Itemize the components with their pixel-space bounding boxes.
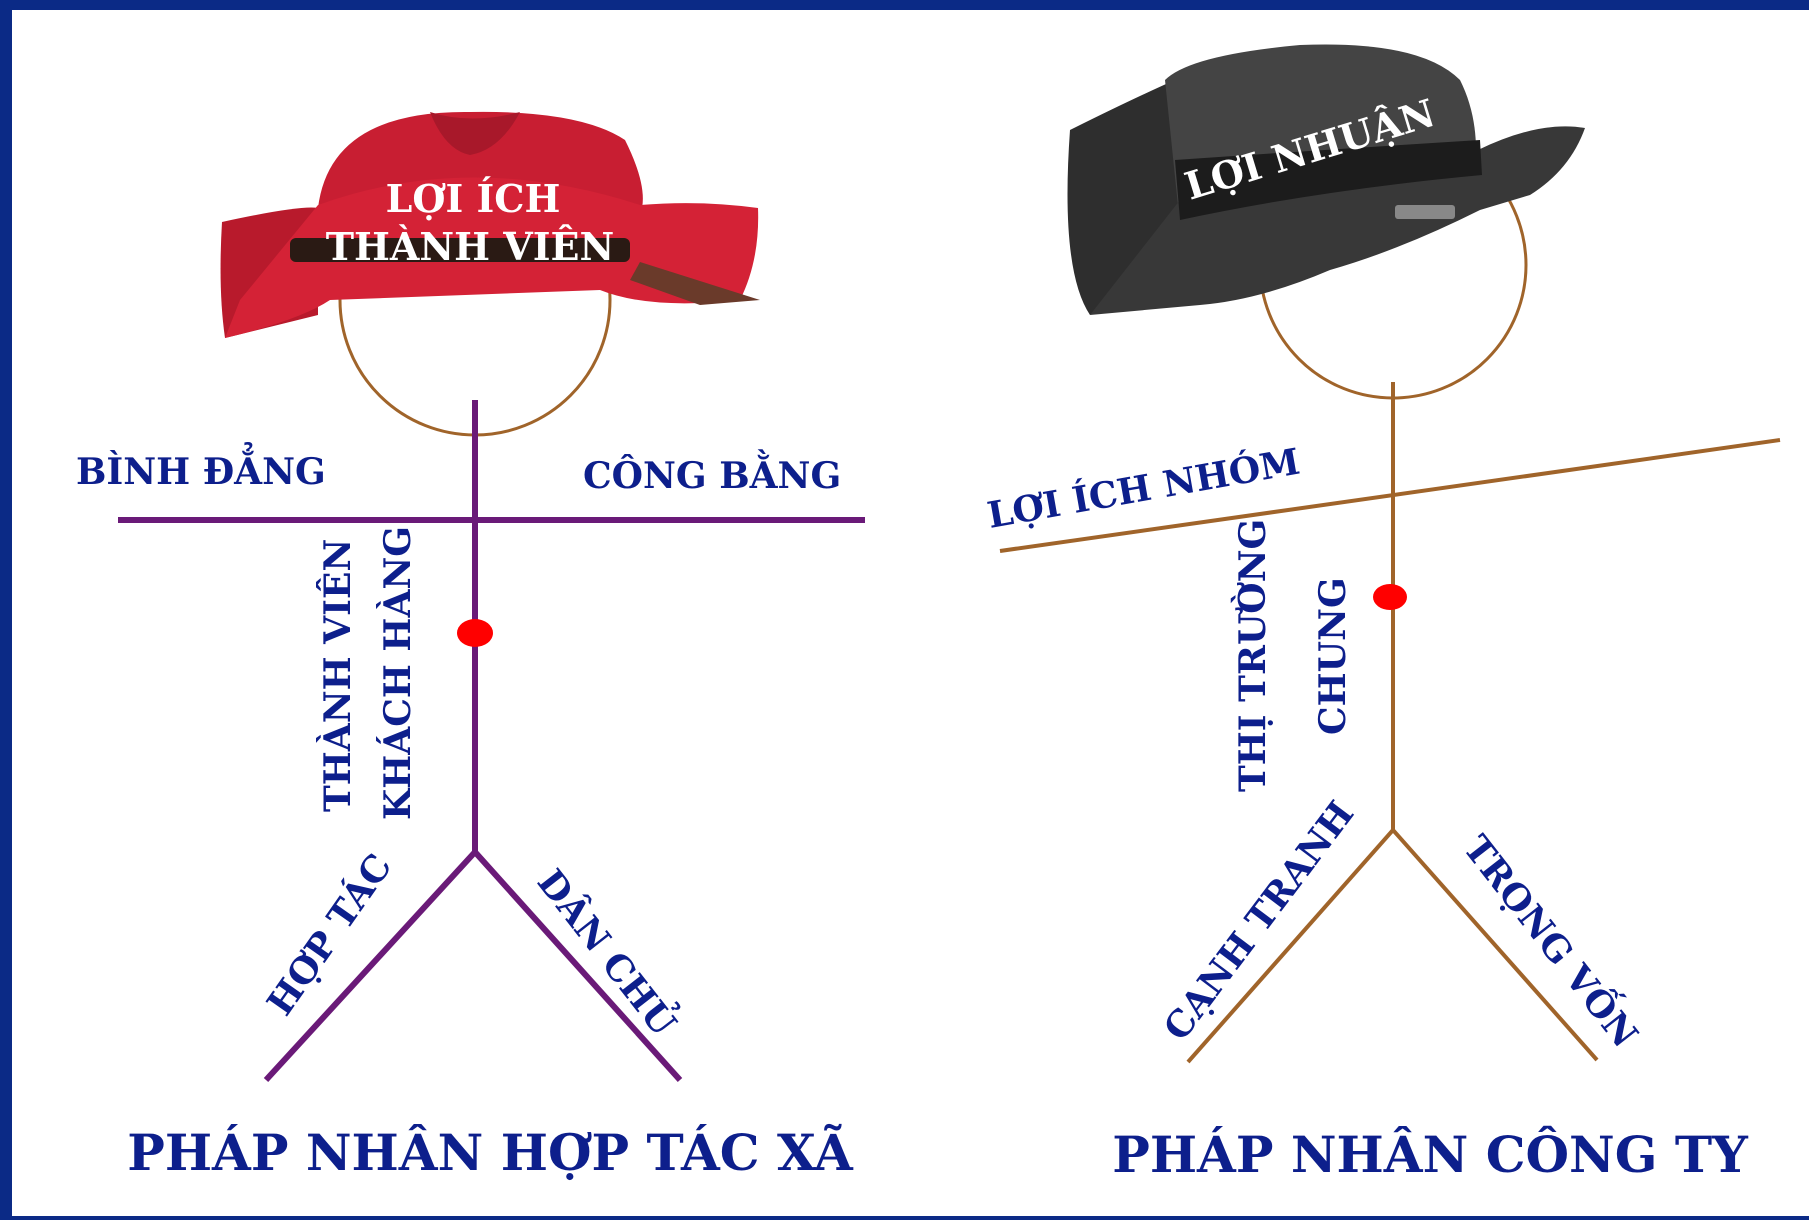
cooperative-title: PHÁP NHÂN HỢP TÁC XÃ xyxy=(127,1123,854,1182)
company-left-leg xyxy=(1186,828,1395,1064)
slide-canvas xyxy=(12,10,1809,1216)
black-cowboy-hat-icon xyxy=(1067,44,1585,315)
cooperative-hat-label-line2: THÀNH VIÊN xyxy=(326,224,615,269)
cooperative-center-dot xyxy=(457,619,493,647)
company-body-label-line2: CHUNG xyxy=(1312,577,1354,735)
cooperative-arm-right-label: CÔNG BẰNG xyxy=(583,450,841,497)
cooperative-body-label-line1: THÀNH VIÊN xyxy=(317,539,359,812)
company-body-label-line1: THỊ TRƯỜNG xyxy=(1232,519,1274,792)
cooperative-right-leg xyxy=(472,849,683,1083)
cooperative-hat-label-line1: LỢI ÍCH xyxy=(386,176,561,221)
company-arm xyxy=(999,438,1781,553)
company-right-leg xyxy=(1391,828,1599,1062)
company-center-dot xyxy=(1373,584,1407,610)
red-cowboy-hat-icon xyxy=(220,111,760,338)
cooperative-left-leg xyxy=(263,849,478,1083)
company-title: PHÁP NHÂN CÔNG TY xyxy=(1112,1125,1749,1184)
cooperative-body-label-line2: KHÁCH HÀNG xyxy=(377,526,419,820)
cooperative-arm-left-label: BÌNH ĐẲNG xyxy=(76,443,326,493)
